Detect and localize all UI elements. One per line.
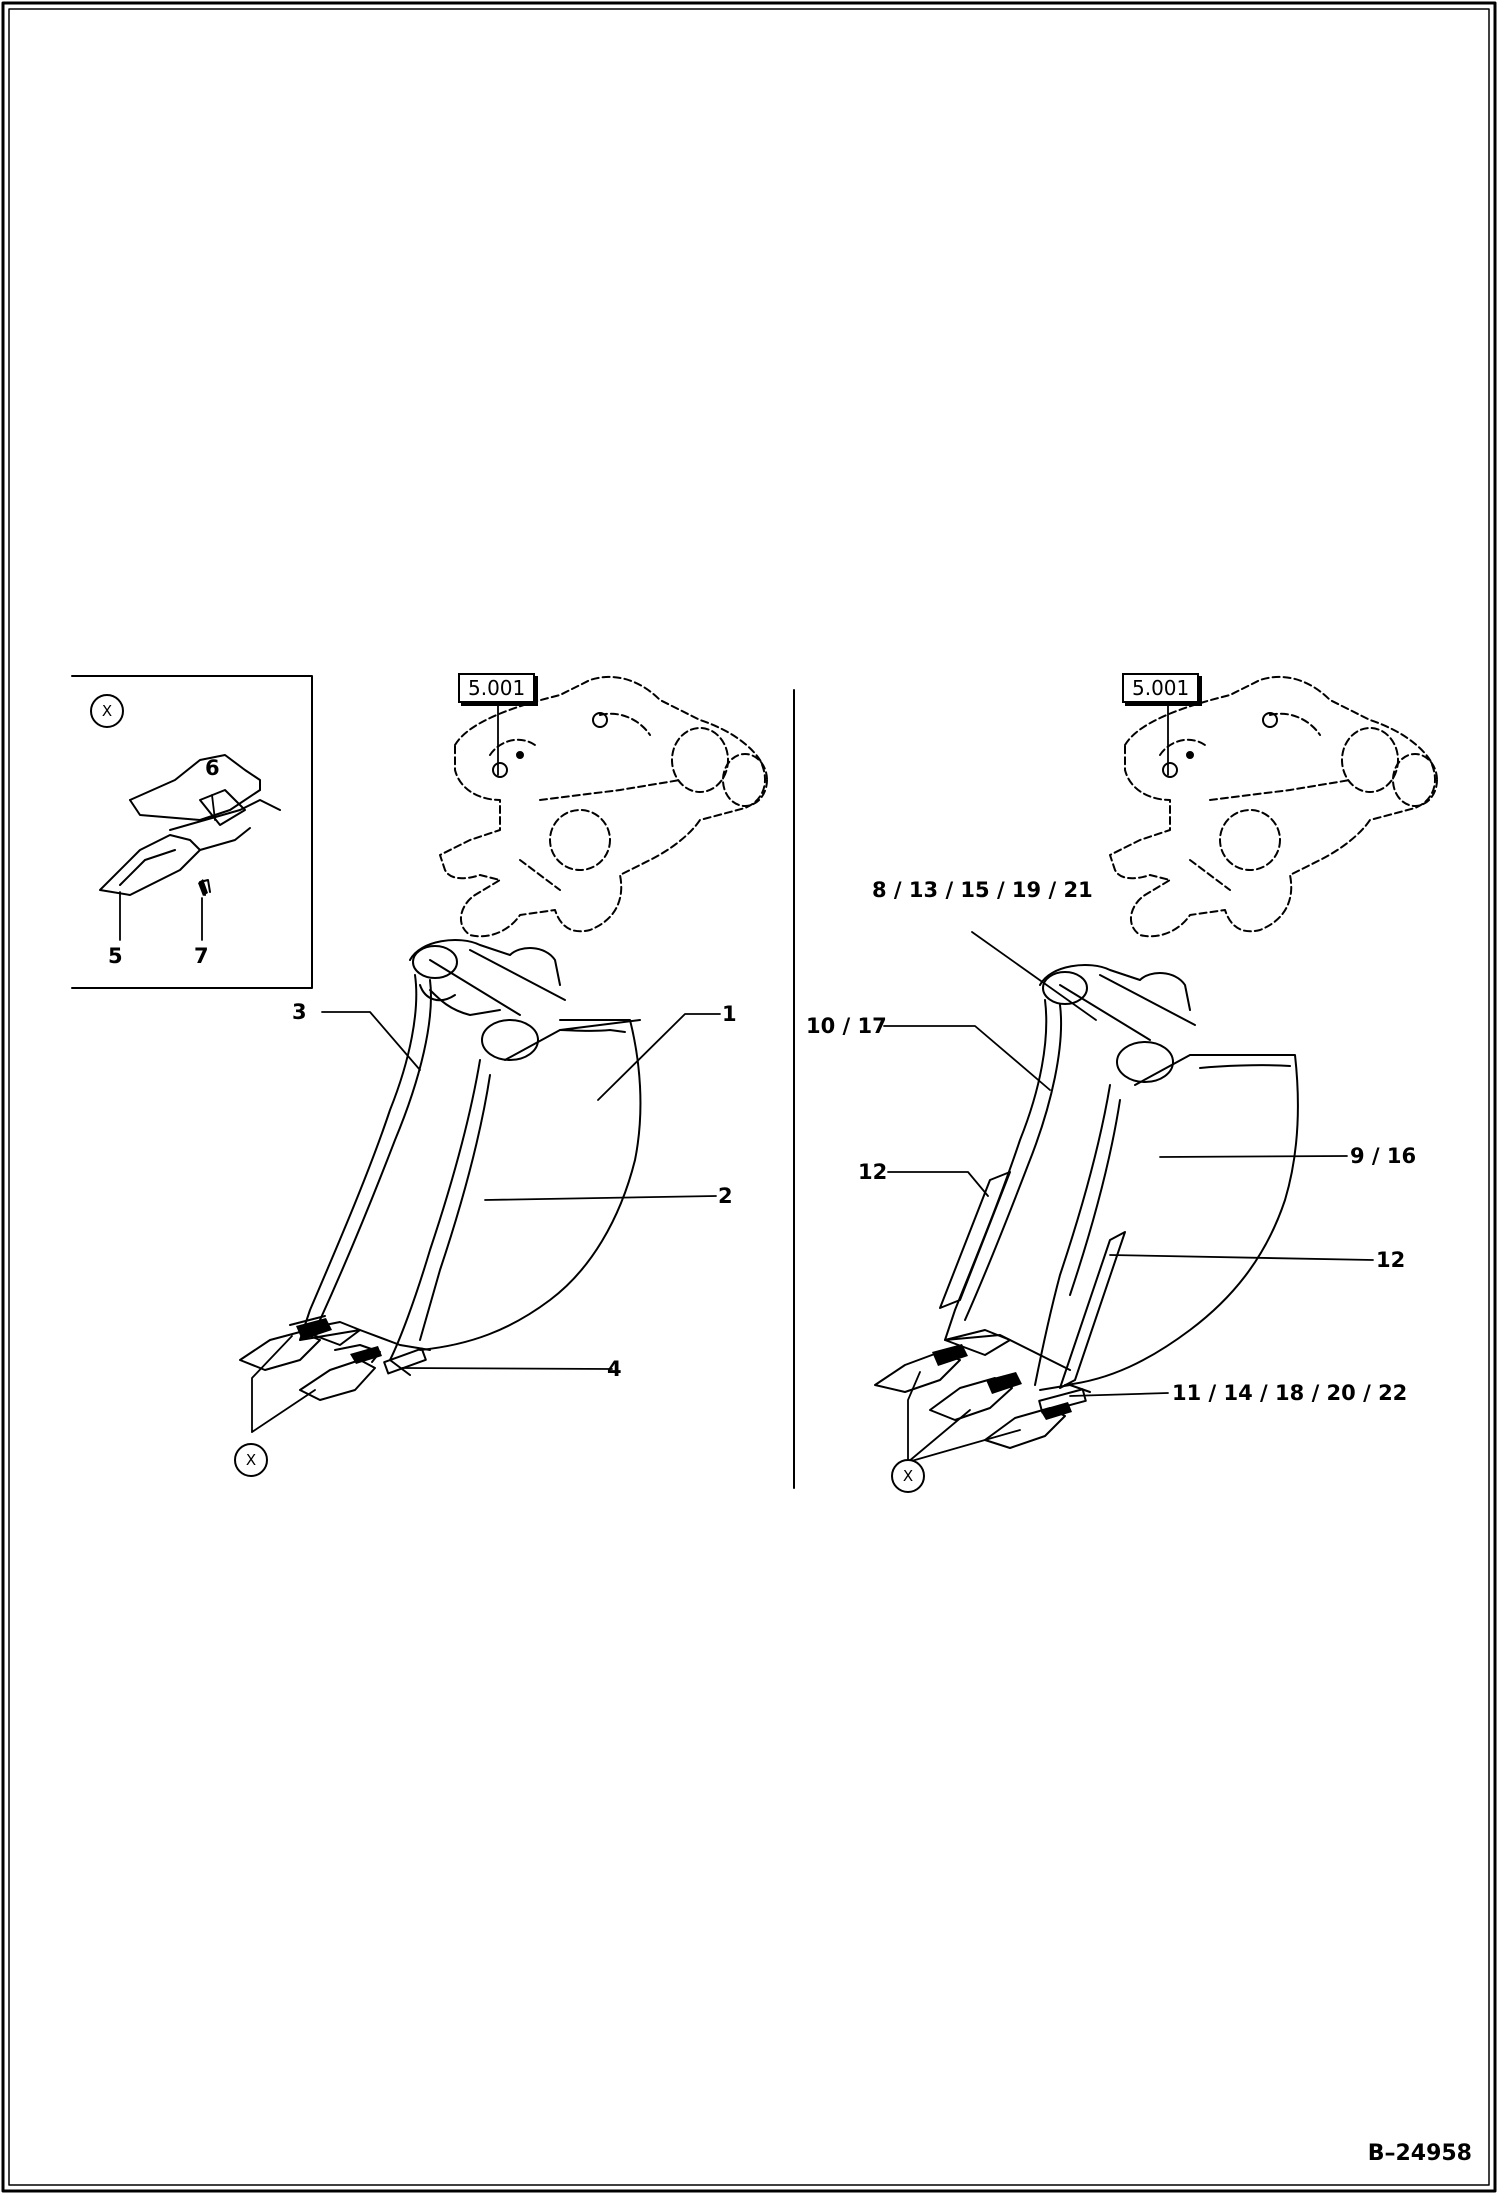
page-border-outer (3, 3, 1495, 2191)
tooth-detail-pin (198, 879, 208, 896)
figure-id: B–24958 (1367, 2141, 1472, 2166)
callout-1: 1 (722, 1002, 737, 1026)
callout-2: 2 (718, 1184, 733, 1208)
bucket-left-tooth-adapters (296, 1318, 382, 1364)
tooth-detail (100, 755, 280, 895)
quick-coupler-left-details (493, 713, 607, 777)
quick-coupler-right (1110, 677, 1437, 936)
quick-coupler-ref-box-right: 5.001 (1122, 673, 1200, 703)
callout-3: 3 (292, 1000, 307, 1024)
callout-4: 4 (607, 1357, 622, 1381)
callout-11-14-18-20-22: 11 / 14 / 18 / 20 / 22 (1172, 1381, 1408, 1405)
callout-12-right: 12 (1376, 1248, 1406, 1272)
callout-8-13-15-19-21: 8 / 13 / 15 / 19 / 21 (872, 878, 1093, 902)
callout-6: 6 (205, 756, 220, 780)
detail-marker-right-teeth: X (891, 1459, 925, 1493)
quick-coupler-right-details (1163, 713, 1277, 777)
detail-marker-left-teeth: X (234, 1443, 268, 1477)
detail-marker-inset: X (90, 694, 124, 728)
detail-inset-border (72, 676, 312, 988)
page-border-inner (9, 9, 1489, 2185)
callout-9-16: 9 / 16 (1350, 1144, 1417, 1168)
quick-coupler-left (440, 677, 767, 936)
bucket-right (875, 965, 1298, 1448)
callout-12-left: 12 (858, 1160, 888, 1184)
leader-lines (120, 705, 1373, 1462)
callout-5: 5 (108, 944, 123, 968)
quick-coupler-ref-box-left: 5.001 (458, 673, 536, 703)
callout-10-17: 10 / 17 (806, 1014, 887, 1038)
bucket-right-tooth-adapters (932, 1344, 1072, 1420)
callout-7: 7 (194, 944, 209, 968)
